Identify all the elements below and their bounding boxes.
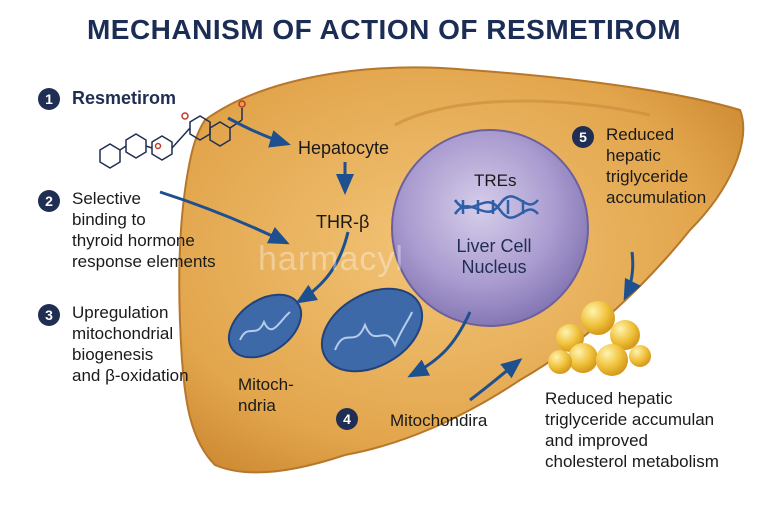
arrow-step2-mito [159,190,290,245]
mitochondria-label: Mitoch- ndria [238,375,294,415]
step-1-label: Resmetirom [72,88,177,108]
dna-helix-icon [453,195,539,219]
nucleus-circle [391,129,589,327]
arrow-step4-droplets [469,358,523,402]
step-2-label: Selective binding to thyroid hormone res… [72,189,216,271]
step-2-badge: 2 [38,190,60,212]
step-5-badge: 5 [572,126,594,148]
mitochondrion-large [320,287,424,373]
arrow-step5-droplets [623,251,642,301]
arrow-nucleus-step4 [407,311,472,378]
step-5-label: Reduced hepatic triglyceride accumulatio… [606,125,707,207]
step-4-badge: 4 [336,408,358,430]
tres-label: TREs [474,171,517,190]
page-title: MECHANISM OF ACTION OF RESMETIROM [86,14,682,45]
step-3-label: Upregulation mitochondrial biogenesis an… [72,303,189,385]
arrow-molecule-hepatocyte [227,116,291,148]
step-4-label: Mitochondira [390,411,488,430]
chemical-structure-icon [99,100,246,169]
watermark: harmacyl [258,240,404,278]
nucleus-label: Liver Cell Nucleus [456,236,532,277]
outcome-label: Reduced hepatic triglyceride accumulan a… [545,389,719,471]
liver-fold [394,99,651,127]
arrows [159,116,642,402]
lipid-droplets [548,301,651,376]
hepatocyte-label: Hepatocyte [298,138,390,158]
step-1-badge: 1 [38,88,60,110]
step-3-badge: 3 [38,304,60,326]
arrow-thr-mito [295,231,350,304]
thr-beta-label: THR-β [316,212,370,232]
